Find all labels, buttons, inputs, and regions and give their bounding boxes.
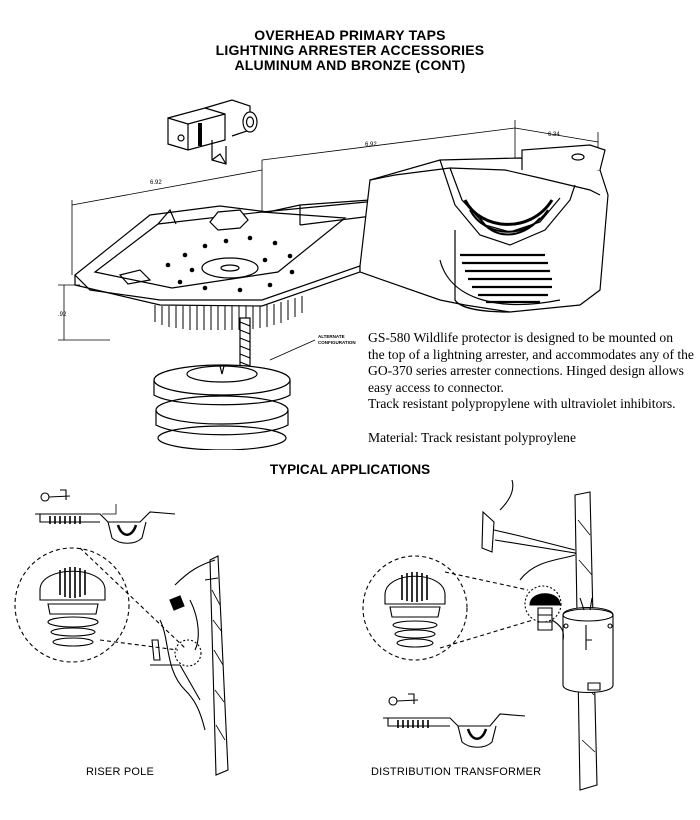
- connector-detail: [167, 99, 258, 165]
- material-line: Material: Track resistant polyproylene: [368, 429, 577, 445]
- riser-pole-illustration: [14, 489, 229, 776]
- description-line-3: GO-370 series arrester connections. Hing…: [368, 363, 684, 379]
- description-line-5: Track resistant polypropylene with ultra…: [368, 396, 676, 412]
- riser-pole-caption: RISER POLE: [86, 766, 155, 778]
- dim-height-label: .92: [58, 312, 67, 318]
- title-line-2: LIGHTNING ARRESTER ACCESSORIES: [215, 42, 485, 58]
- applications-heading: TYPICAL APPLICATIONS: [269, 462, 431, 477]
- description-line-4: easy access to connector.: [368, 379, 504, 395]
- callout-line-2: CONFIGURATION: [318, 340, 356, 345]
- dim-side-label: 6.92: [365, 142, 377, 148]
- callout-line-1: ALTERNATE: [318, 334, 345, 339]
- dim-length-label: 6.92: [150, 180, 162, 186]
- product-description: GS-580 Wildlife protector is designed to…: [368, 330, 698, 447]
- page-title: OVERHEAD PRIMARY TAPS LIGHTNING ARRESTER…: [0, 28, 700, 73]
- lightning-arrester: [153, 317, 316, 450]
- distribution-transformer-caption: DISTRIBUTION TRANSFORMER: [371, 766, 542, 778]
- title-line-1: OVERHEAD PRIMARY TAPS: [254, 27, 446, 43]
- protector-cup: [359, 144, 609, 313]
- wildlife-protector-drawing: 6.92 6.92 6.34 .92 ALTERNATE CONFIGURATI…: [58, 99, 609, 450]
- description-line-1: GS-580 Wildlife protector is designed to…: [368, 330, 674, 345]
- title-line-3: ALUMINUM AND BRONZE (CONT): [234, 57, 466, 73]
- distribution-transformer-illustration: [362, 480, 614, 791]
- applications-illustration: [14, 480, 614, 791]
- description-line-2: the top of a lightning arrester, and acc…: [368, 346, 694, 362]
- dim-width-label: 6.34: [548, 132, 560, 138]
